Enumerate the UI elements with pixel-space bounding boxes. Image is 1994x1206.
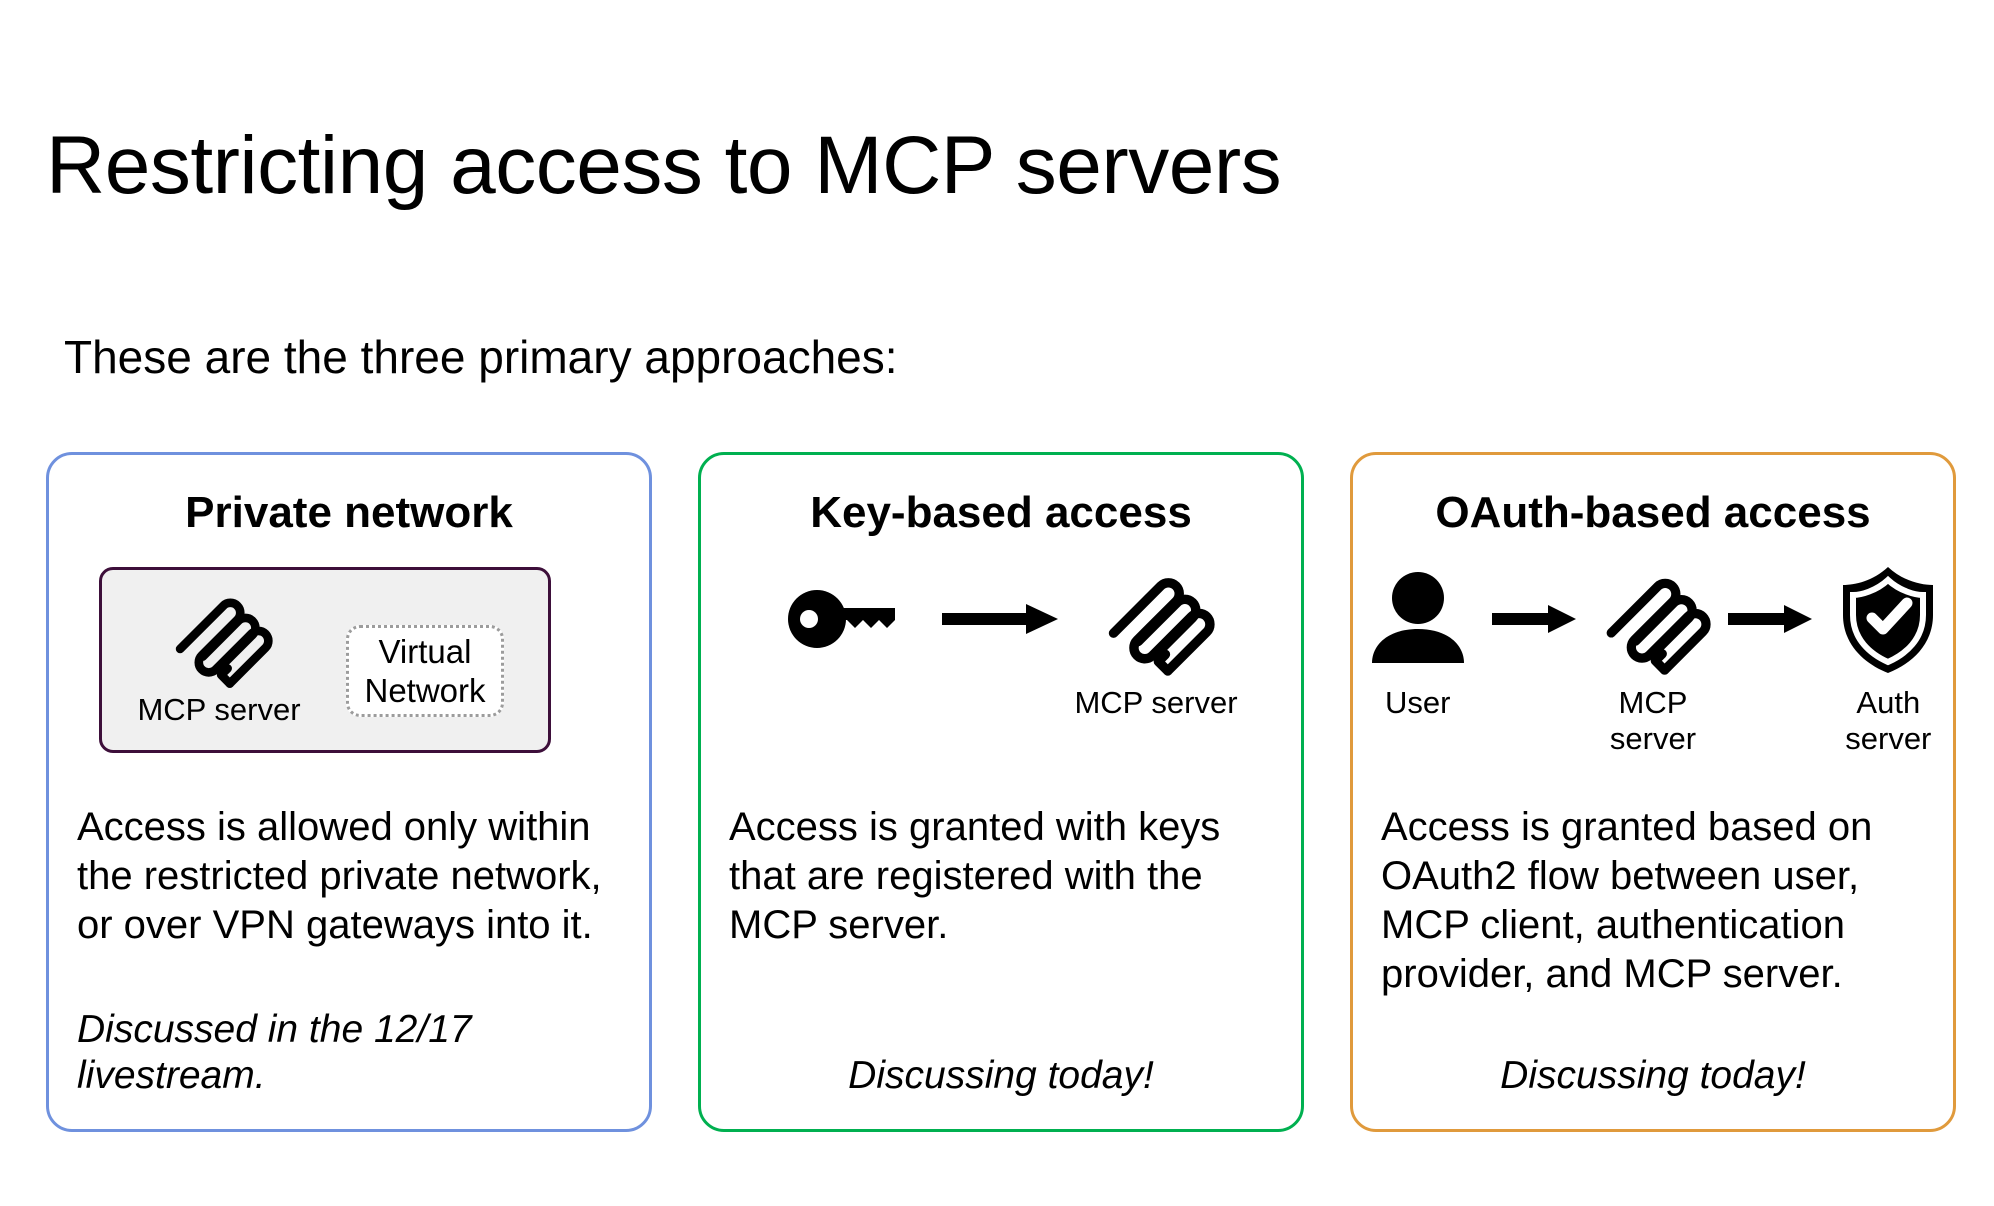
card-body-text: Access is granted with keys that are reg… <box>729 805 1221 947</box>
mcp-server-label: MCP server <box>1609 685 1697 756</box>
card-note-text: Discussed in the 12/17 livestream. <box>77 1008 472 1097</box>
card-title: Key-based access <box>810 488 1192 537</box>
arrow-right-icon <box>1492 555 1578 683</box>
key-node <box>761 555 931 685</box>
arrow-right-icon <box>941 555 1061 683</box>
shield-check-icon <box>1824 555 1953 683</box>
card-body-text: Access is granted based on OAuth2 flow b… <box>1381 805 1873 996</box>
mcp-logo-icon <box>1071 555 1241 683</box>
private-network-diagram: MCP server Virtual Network <box>49 555 649 785</box>
card-key-based-access[interactable]: Key-based access <box>698 452 1304 1132</box>
key-based-diagram: MCP server <box>701 555 1301 785</box>
virtual-network-badge-line2: Network <box>364 672 486 709</box>
page-subtitle: These are the three primary approaches: <box>64 331 898 383</box>
virtual-network-badge: Virtual Network <box>346 625 504 717</box>
virtual-network-container: MCP server Virtual Network <box>99 567 551 753</box>
card-oauth-based-access[interactable]: OAuth-based access User <box>1350 452 1956 1132</box>
virtual-network-badge-line1: Virtual <box>378 633 472 670</box>
oauth-flow: User <box>1353 555 1953 765</box>
user-label: User <box>1384 685 1451 720</box>
card-note-text: Discussing today! <box>848 1054 1154 1097</box>
page-title: Restricting access to MCP servers <box>46 120 1282 211</box>
mcp-server-node: MCP server <box>1071 555 1241 721</box>
card-title: Private network <box>185 488 513 537</box>
mcp-server-node: MCP server <box>124 582 314 728</box>
mcp-logo-icon <box>1588 555 1717 683</box>
arrow-right-icon <box>1727 555 1814 683</box>
card-note-text: Discussing today! <box>1500 1054 1806 1097</box>
auth-server-label: Auth server <box>1845 685 1932 756</box>
auth-server-node: Auth server <box>1824 555 1953 757</box>
user-icon <box>1353 555 1482 683</box>
mcp-logo-icon <box>124 582 314 690</box>
mcp-server-label: MCP server <box>1074 685 1238 720</box>
key-icon <box>761 555 931 683</box>
mcp-server-node: MCP server <box>1588 555 1717 757</box>
user-node: User <box>1353 555 1482 721</box>
approach-cards-row: Private network <box>46 452 1956 1132</box>
key-flow: MCP server <box>701 555 1301 765</box>
card-private-network[interactable]: Private network <box>46 452 652 1132</box>
mcp-server-label: MCP server <box>137 692 301 727</box>
card-title: OAuth-based access <box>1435 488 1871 537</box>
card-body-text: Access is allowed only within the restri… <box>77 805 602 947</box>
oauth-diagram: User <box>1353 555 1953 785</box>
